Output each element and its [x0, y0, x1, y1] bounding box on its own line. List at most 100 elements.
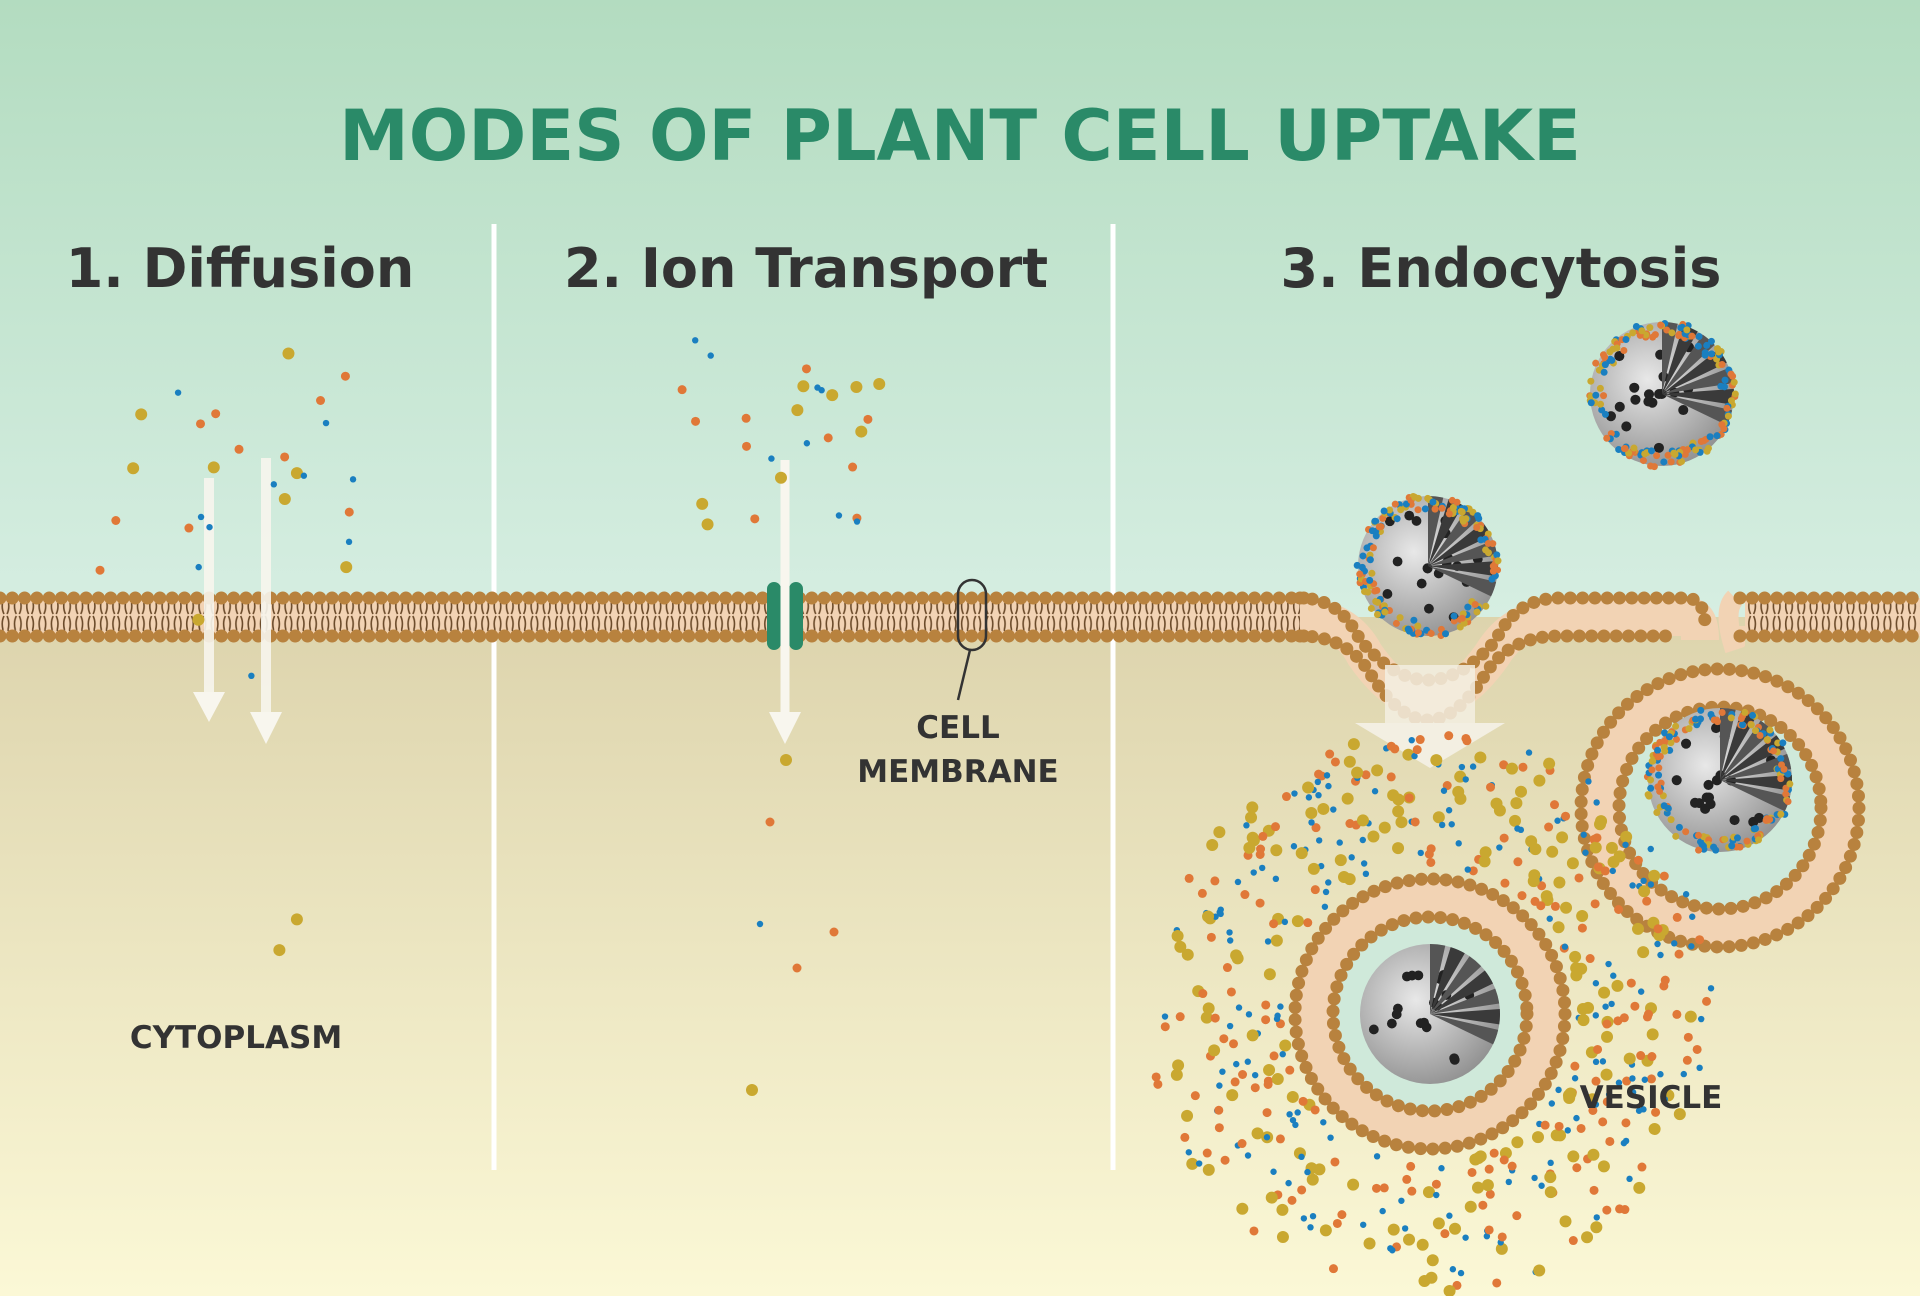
particle	[1507, 1161, 1517, 1171]
vesicle-label: VESICLE	[1580, 1080, 1723, 1116]
particle	[1512, 1211, 1522, 1221]
particle	[1464, 866, 1472, 873]
particle	[707, 352, 714, 359]
particle	[1430, 754, 1443, 767]
particle	[1682, 1055, 1692, 1065]
particle	[1443, 1285, 1456, 1296]
particle	[1448, 821, 1455, 828]
particle	[1243, 822, 1250, 829]
particle	[1320, 1119, 1327, 1126]
particle	[290, 913, 303, 926]
particle	[1484, 1164, 1494, 1174]
particle	[280, 452, 290, 462]
extracellular-background	[0, 0, 1920, 617]
particle	[791, 404, 804, 417]
particle	[1270, 934, 1283, 947]
particle	[1198, 989, 1208, 999]
diffusion-arrow	[250, 458, 282, 744]
particle	[1605, 1091, 1613, 1098]
particle	[127, 462, 140, 475]
particle	[765, 817, 775, 827]
particle	[1226, 1022, 1234, 1030]
particle	[1590, 899, 1600, 909]
particle	[1642, 896, 1652, 906]
particle	[1574, 873, 1584, 883]
particle	[1592, 1012, 1599, 1019]
particle	[340, 561, 353, 574]
particle	[1180, 1132, 1190, 1142]
particle	[1515, 785, 1528, 798]
particle	[741, 413, 751, 423]
particle	[1432, 1217, 1445, 1230]
particle	[1226, 929, 1233, 936]
particle	[1469, 1153, 1482, 1166]
particle	[1171, 929, 1184, 942]
particle	[1361, 770, 1371, 780]
particle	[1543, 757, 1556, 770]
particle	[1356, 814, 1369, 827]
particle	[1371, 788, 1379, 795]
particle	[1593, 799, 1600, 806]
particle	[1492, 1278, 1502, 1288]
particle	[1577, 923, 1587, 933]
particle	[1646, 1028, 1659, 1041]
particle	[1269, 919, 1279, 929]
particle	[278, 492, 291, 505]
particle	[1446, 1212, 1453, 1219]
particle	[1588, 1105, 1598, 1115]
particle	[195, 563, 202, 571]
particle	[1235, 1004, 1243, 1011]
particle	[197, 513, 205, 521]
particle	[1197, 888, 1207, 898]
particle	[1195, 1160, 1203, 1167]
particle	[801, 364, 811, 374]
particle	[1454, 792, 1467, 805]
particle	[1505, 1178, 1512, 1186]
particle	[1518, 762, 1528, 772]
particle	[1632, 922, 1645, 935]
particle	[1622, 1076, 1632, 1086]
particle	[1236, 1202, 1249, 1215]
particle	[1672, 912, 1682, 922]
particle	[1562, 1089, 1575, 1102]
particle	[1474, 751, 1487, 764]
particle	[1509, 814, 1522, 827]
particle	[1347, 1178, 1360, 1191]
particle	[1313, 1163, 1326, 1176]
particle	[1290, 843, 1298, 850]
ion-channel	[767, 582, 803, 650]
particle	[803, 440, 811, 447]
particle	[1255, 898, 1265, 908]
particle	[1246, 831, 1259, 844]
particle	[1577, 1014, 1590, 1027]
particle	[1576, 909, 1589, 922]
particle	[1431, 1179, 1441, 1189]
particle	[1626, 1175, 1633, 1183]
particle	[1573, 1114, 1580, 1122]
particle	[1216, 908, 1223, 916]
particle	[1184, 873, 1194, 883]
particle	[1200, 1011, 1213, 1024]
nanoparticle	[1360, 944, 1501, 1084]
particle	[1392, 842, 1405, 855]
particle	[1202, 1002, 1215, 1015]
particle	[1517, 891, 1527, 901]
particle	[1206, 838, 1219, 851]
particle	[1264, 938, 1272, 945]
particle	[1259, 864, 1266, 872]
particle	[768, 455, 775, 462]
particle	[1398, 1197, 1405, 1204]
particle	[1229, 1039, 1239, 1049]
particle	[1337, 1210, 1347, 1220]
particle	[1298, 1153, 1305, 1161]
particle	[1544, 822, 1554, 832]
particle	[780, 754, 792, 766]
particle	[1689, 913, 1696, 920]
particle	[1513, 857, 1523, 867]
particle	[322, 419, 330, 427]
particle	[1412, 745, 1422, 755]
particle	[1636, 1051, 1646, 1061]
particle	[1622, 1137, 1630, 1145]
particle	[1210, 1013, 1220, 1023]
particle	[1262, 1108, 1272, 1118]
